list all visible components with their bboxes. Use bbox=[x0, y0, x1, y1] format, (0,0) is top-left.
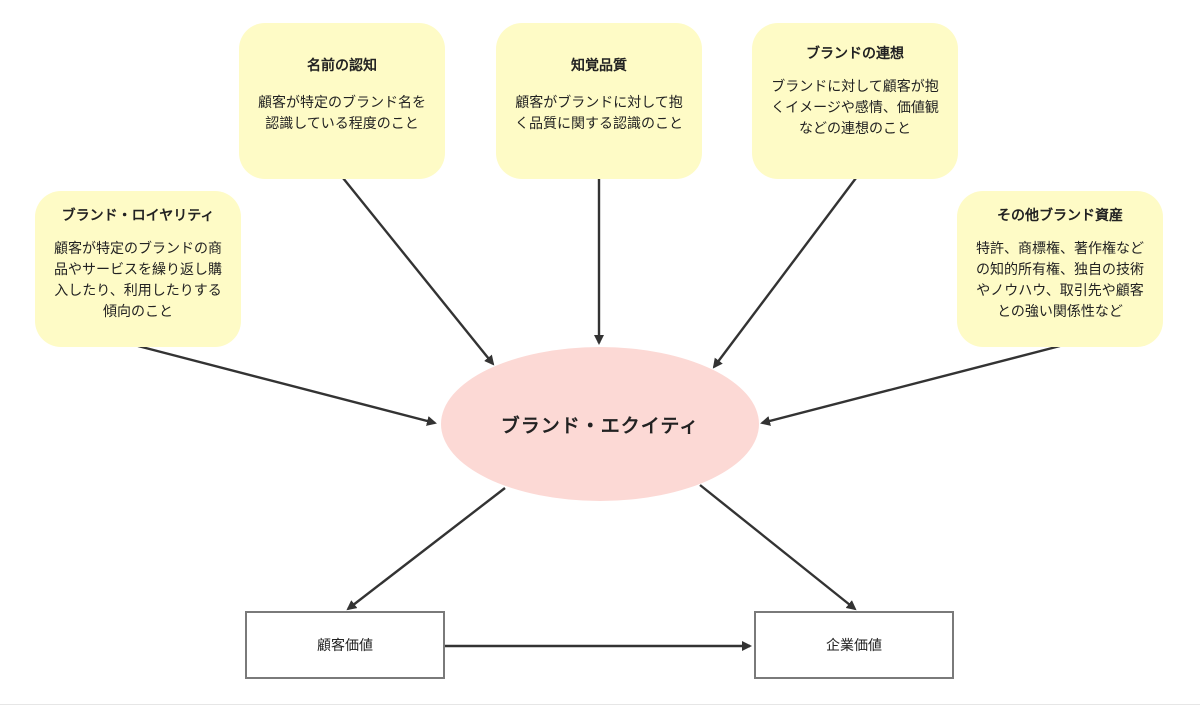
card-title: その他ブランド資産 bbox=[997, 208, 1123, 224]
arrow-brand-association-to-equity bbox=[712, 177, 857, 369]
arrow-equity-to-customer-value bbox=[346, 487, 506, 611]
card-description: 顧客がブランドに対して抱 く品質に関する認識のこと bbox=[515, 95, 683, 132]
card-name-awareness: 名前の認知 顧客が特定のブランド名を 認識している程度のこと bbox=[239, 23, 445, 179]
arrow-brand-loyalty-to-equity bbox=[137, 344, 437, 426]
card-description: ブランドに対して顧客が抱 くイメージや感情、価値観 などの連想のこと bbox=[771, 79, 939, 137]
card-brand-loyalty: ブランド・ロイヤリティ 顧客が特定のブランドの商 品やサービスを繰り返し購 入し… bbox=[35, 191, 241, 347]
arrow-name-awareness-to-equity bbox=[342, 177, 495, 366]
customer-value-label: 顧客価値 bbox=[317, 638, 373, 654]
corporate-value-box: 企業価値 bbox=[754, 611, 954, 679]
card-title: ブランドの連想 bbox=[806, 46, 904, 62]
arrow-other-assets-to-equity bbox=[760, 344, 1061, 426]
bottom-divider bbox=[0, 704, 1200, 705]
corporate-value-label: 企業価値 bbox=[826, 638, 882, 654]
brand-equity-ellipse: ブランド・エクイティ bbox=[441, 347, 759, 501]
arrow-equity-to-corporate-value bbox=[699, 484, 857, 611]
card-description: 顧客が特定のブランドの商 品やサービスを繰り返し購 入したり、利用したりする 傾… bbox=[54, 241, 222, 320]
card-other-assets: その他ブランド資産 特許、商標権、著作権など の知的所有権、独自の技術 やノウハ… bbox=[957, 191, 1163, 347]
brand-equity-label: ブランド・エクイティ bbox=[500, 414, 700, 437]
card-title: 知覚品質 bbox=[571, 58, 627, 74]
card-title: 名前の認知 bbox=[307, 58, 377, 74]
card-perceived-quality: 知覚品質 顧客がブランドに対して抱 く品質に関する認識のこと bbox=[496, 23, 702, 179]
card-brand-association: ブランドの連想 ブランドに対して顧客が抱 くイメージや感情、価値観 などの連想の… bbox=[752, 23, 958, 179]
card-description: 顧客が特定のブランド名を 認識している程度のこと bbox=[258, 95, 426, 132]
customer-value-box: 顧客価値 bbox=[245, 611, 445, 679]
card-description: 特許、商標権、著作権など の知的所有権、独自の技術 やノウハウ、取引先や顧客 と… bbox=[976, 241, 1144, 320]
card-title: ブランド・ロイヤリティ bbox=[61, 208, 215, 224]
